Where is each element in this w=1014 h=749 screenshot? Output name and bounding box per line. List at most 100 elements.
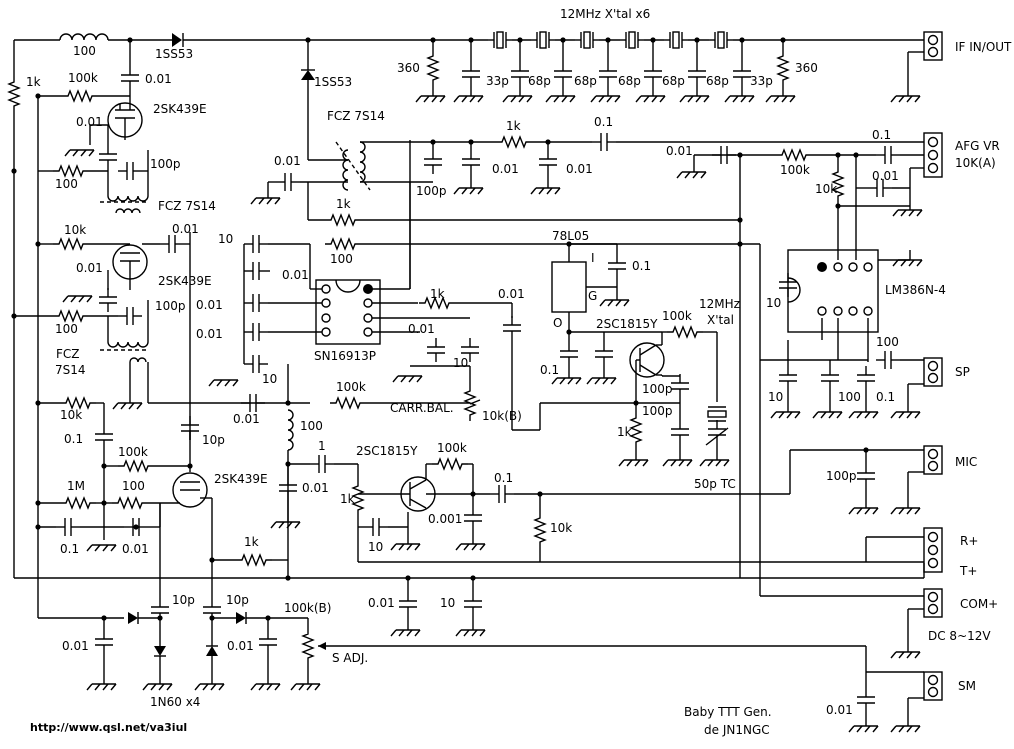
fet2-label: 2SK439E: [158, 274, 212, 288]
r-1k-osc: 1k: [617, 425, 632, 439]
fet1-label: 2SK439E: [153, 102, 207, 116]
mic-jack[interactable]: [923, 445, 943, 475]
carr-bal: CARR.BAL. 10k(B) 0.01 100k 100: [233, 364, 522, 578]
r-100-fet3: 100: [122, 479, 145, 493]
if-jack[interactable]: [923, 31, 943, 61]
c-33p-b: 33p: [750, 74, 773, 88]
c-001-det-b: 0.01: [227, 639, 254, 653]
r-1k-fet3: 1k: [244, 535, 259, 549]
c-100p-mic: 100p: [826, 469, 857, 483]
c-100-sp: 100: [876, 335, 899, 349]
c-001-mix-c: 0.01: [196, 327, 223, 341]
c-001-mix-b: 0.01: [196, 298, 223, 312]
diodes-label: 1N60 x4: [150, 695, 200, 709]
reg-78l05: [551, 261, 587, 313]
fet1-stage: 0.01 100k 2SK439E 0.01 100 100p FCZ 7S14: [38, 40, 216, 214]
c-68p-d: 68p: [662, 74, 685, 88]
c-001-fet2-src: 0.01: [76, 261, 103, 275]
tr1-label: 2SC1815Y: [596, 317, 658, 331]
c-001-sm: 0.01: [826, 703, 853, 717]
tr1-symbol: [629, 342, 665, 378]
c-001-mix-d: 0.01: [408, 322, 435, 336]
l-100-label: 100: [73, 44, 96, 58]
c-001-af-a: 0.01: [492, 162, 519, 176]
coil-top-label: FCZ 7S14: [327, 109, 385, 123]
sp-jack[interactable]: [923, 357, 943, 387]
c-001-bal: 0.01: [233, 412, 260, 426]
c-10-dec: 10: [440, 596, 455, 610]
c-001-mic: 0.01: [302, 481, 329, 495]
c-100-amp: 100: [838, 390, 861, 404]
c-100p-fet2: 100p: [155, 299, 186, 313]
s-adj-label[interactable]: S ADJ.: [332, 651, 368, 665]
c-100p-osc-a: 100p: [642, 382, 673, 396]
c-100p-fet1: 100p: [150, 157, 181, 171]
r-10k-fet3: 10k: [60, 408, 82, 422]
c-0001-mic: 0.001: [428, 512, 462, 526]
r-100k-bal: 100k: [336, 380, 366, 394]
c-01-reg: 0.1: [632, 259, 651, 273]
coil-fet2-label-b: 7S14: [55, 363, 86, 377]
fet3-stage: 10k 0.1 100k 10p 2SK439E 1M 100 0.1 0.01…: [38, 397, 291, 598]
fet2-stage: 10k 2SK439E 0.01 0.01 100 100p FCZ 7S14: [14, 222, 240, 440]
afg-jack[interactable]: [923, 132, 943, 178]
reg-pin-i: I: [591, 251, 595, 265]
fet3-label: 2SK439E: [214, 472, 268, 486]
if-label: IF IN/OUT: [955, 40, 1012, 54]
c-68p-c: 68p: [618, 74, 641, 88]
mixer: SN16913P 10 100 0.01 0.01 0.01 10 1k 0.0…: [196, 140, 740, 431]
url-link[interactable]: http://www.qsl.net/va3iul: [30, 721, 187, 734]
c-001-fet1-src: 0.01: [76, 115, 103, 129]
power-connectors: R+ T+ COM+ DC 8~12V 0.01 SM: [740, 360, 998, 733]
tc-label: 50p TC: [694, 477, 736, 491]
r-1k-mix: 1k: [430, 287, 445, 301]
d-1ss53-a: 1SS53: [155, 47, 193, 61]
vr-100kb-label: 100k(B): [284, 601, 331, 615]
tr2-label: 2SC1815Y: [356, 444, 418, 458]
c-01-af: 0.1: [594, 115, 613, 129]
l-100-bal: 100: [300, 419, 323, 433]
r-100k-mic: 100k: [437, 441, 467, 455]
c-001-mix-a: 0.01: [282, 268, 309, 282]
xtal-osc-label-2: X'tal: [707, 313, 734, 327]
sm-jack[interactable]: [923, 671, 943, 701]
r-360-a: 360: [397, 61, 420, 75]
c-100p-tx: 100p: [416, 184, 447, 198]
carr-bal-label[interactable]: CARR.BAL.: [390, 401, 454, 415]
ptt-jack[interactable]: [923, 527, 943, 573]
ic-mixer-label: SN16913P: [314, 349, 376, 363]
r-100k-fet3: 100k: [118, 445, 148, 459]
mic-label: MIC: [955, 455, 977, 469]
ic-sn16913p: [315, 279, 381, 345]
dc-jack[interactable]: [923, 588, 943, 618]
c-68p-e: 68p: [706, 74, 729, 88]
sm-label: SM: [958, 679, 976, 693]
c-01-fet3-b: 0.1: [60, 542, 79, 556]
c-001-tx: 0.01: [274, 154, 301, 168]
c-001-afg: 0.01: [666, 144, 693, 158]
c-10-amp-a: 10: [766, 296, 781, 310]
r-100k-afg: 100k: [780, 163, 810, 177]
tx-fcz: 1SS53 FCZ 7S14 0.01 100p 1k 1k 0.01 0.01…: [250, 40, 924, 289]
r-100-mix: 100: [330, 252, 353, 266]
c-01-amp: 0.1: [876, 390, 895, 404]
reg-pin-o: O: [553, 316, 562, 330]
r-10k-afg: 10k: [815, 182, 837, 196]
c-10p-det-b: 10p: [226, 593, 249, 607]
c-33p-a: 33p: [486, 74, 509, 88]
c-10-mix-b: 10: [262, 372, 277, 386]
r-100-fet2: 100: [55, 322, 78, 336]
complus-label: COM+: [960, 597, 998, 611]
sp-label: SP: [955, 365, 970, 379]
c-10p-det-a: 10p: [172, 593, 195, 607]
r-1m-fet3: 1M: [67, 479, 85, 493]
coil-fet2-label-a: FCZ: [56, 347, 80, 361]
c-001-fet2-out: 0.01: [172, 222, 199, 236]
reg-label: 78L05: [552, 229, 589, 243]
c-001-fet1-top: 0.01: [145, 72, 172, 86]
coil-fet1-label: FCZ 7S14: [158, 199, 216, 213]
c-10-mix-a: 10: [218, 232, 233, 246]
r-10k-mic: 10k: [550, 521, 572, 535]
c-01-afg: 0.1: [872, 128, 891, 142]
